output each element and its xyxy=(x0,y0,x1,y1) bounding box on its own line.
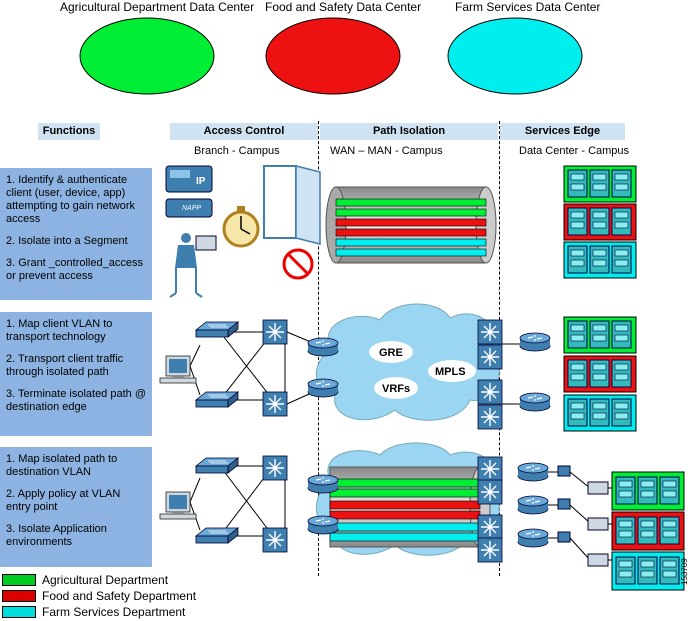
server-rack-group-red xyxy=(563,203,637,241)
core-switch-icon xyxy=(477,344,503,370)
dc-label-farm-services: Farm Services Data Center xyxy=(455,0,601,14)
access-mesh-row2 xyxy=(159,319,319,417)
function-item: 1. Map isolated path to destination VLAN xyxy=(6,453,118,478)
dc-label-agricultural: Agricultural Department Data Center xyxy=(60,0,255,14)
router-icon xyxy=(307,515,339,535)
deny-icon xyxy=(282,248,314,280)
mpls-label: MPLS xyxy=(435,366,466,378)
nac-appliance-icon: NAPP xyxy=(165,198,213,218)
legend-swatch xyxy=(2,574,36,586)
function-item: 2. Apply policy at VLAN entry point xyxy=(6,488,121,513)
core-switch-icon xyxy=(477,319,503,345)
distribution-switch-icon xyxy=(262,455,288,481)
legend-label: Agricultural Department xyxy=(42,573,169,587)
isolated-cloud-tunnel xyxy=(307,442,500,556)
access-control-subheader: Branch - Campus xyxy=(194,145,280,157)
data-center-ellipses xyxy=(79,17,583,95)
services-edge-header: Services Edge xyxy=(500,123,625,140)
services-edge-subheader: Data Center - Campus xyxy=(519,145,630,157)
legend-label: Farm Services Department xyxy=(42,605,186,619)
pc-icon xyxy=(159,491,197,520)
user-laptop-icon xyxy=(169,233,217,298)
function-item: 3. Grant _controlled_access or prevent a… xyxy=(6,257,143,282)
stopwatch-icon xyxy=(222,206,260,248)
path-isolation-header: Path Isolation xyxy=(320,123,498,140)
functions-header: Functions xyxy=(38,123,100,140)
core-switch-icon xyxy=(477,379,503,405)
distribution-switch-icon xyxy=(262,391,288,417)
vrfs-label: VRFs xyxy=(382,383,410,395)
function-item: 1. Identify & authenticate client (user,… xyxy=(6,174,136,225)
nac-label: NAPP xyxy=(182,205,201,212)
function-box-access: 1. Identify & authenticate client (user,… xyxy=(0,168,152,300)
server-rack-group-green xyxy=(563,165,637,203)
core-switch-icon xyxy=(477,456,503,482)
router-icon xyxy=(307,474,339,494)
server-rack-group-cyan xyxy=(563,241,637,279)
router-icon xyxy=(519,392,551,412)
ip-phone-label: IP xyxy=(196,176,206,187)
core-switch-icon xyxy=(477,537,503,563)
path-isolation-subheader: WAN – MAN - Campus xyxy=(330,145,443,157)
door-icon xyxy=(263,165,321,245)
dc-ellipse-farm-services xyxy=(447,17,583,95)
function-item: 1. Map client VLAN to transport technolo… xyxy=(6,318,113,343)
figure-id: 153709 xyxy=(680,558,689,585)
access-control-header: Access Control xyxy=(170,123,318,140)
dc-ellipse-agricultural xyxy=(79,17,215,95)
function-item: 2. Isolate into a Segment xyxy=(6,235,128,247)
router-icon xyxy=(519,332,551,352)
function-item: 3. Terminate isolated path @ destination… xyxy=(6,388,146,413)
legend-item-food-safety: Food and Safety Department xyxy=(2,588,196,604)
pc-icon xyxy=(159,355,197,384)
router-icon xyxy=(517,528,549,548)
services-edge-row3 xyxy=(477,456,685,591)
legend-item-agricultural: Agricultural Department xyxy=(2,572,196,588)
core-switch-icon xyxy=(477,404,503,430)
router-icon xyxy=(307,337,339,357)
ip-phone-icon: IP xyxy=(165,165,213,193)
access-switch-icon xyxy=(195,527,239,544)
core-switch-icon xyxy=(477,514,503,540)
function-box-path: 1. Map client VLAN to transport technolo… xyxy=(0,312,152,436)
function-box-services: 1. Map isolated path to destination VLAN… xyxy=(0,447,152,567)
access-switch-icon xyxy=(195,391,239,408)
access-mesh-row3 xyxy=(159,455,288,553)
router-icon xyxy=(517,495,549,515)
access-switch-icon xyxy=(195,321,239,338)
distribution-switch-icon xyxy=(262,319,288,345)
router-icon xyxy=(517,462,549,482)
gre-label: GRE xyxy=(379,347,403,359)
legend: Agricultural Department Food and Safety … xyxy=(2,572,196,620)
wan-cloud: GRE MPLS VRFs xyxy=(307,303,500,421)
dc-label-food-safety: Food and Safety Data Center xyxy=(265,0,422,14)
function-item: 3. Isolate Application environments xyxy=(6,523,107,548)
services-edge-row2 xyxy=(477,316,637,432)
access-switch-icon xyxy=(195,457,239,474)
dc-ellipse-food-safety xyxy=(265,17,401,95)
legend-label: Food and Safety Department xyxy=(42,589,197,603)
router-icon xyxy=(307,378,339,398)
function-item: 2. Transport client traffic through isol… xyxy=(6,353,124,378)
legend-swatch xyxy=(2,590,36,602)
core-switch-icon xyxy=(477,479,503,505)
distribution-switch-icon xyxy=(262,527,288,553)
legend-swatch xyxy=(2,606,36,618)
legend-item-farm-services: Farm Services Department xyxy=(2,604,196,620)
isolated-path-tunnel xyxy=(325,186,497,264)
